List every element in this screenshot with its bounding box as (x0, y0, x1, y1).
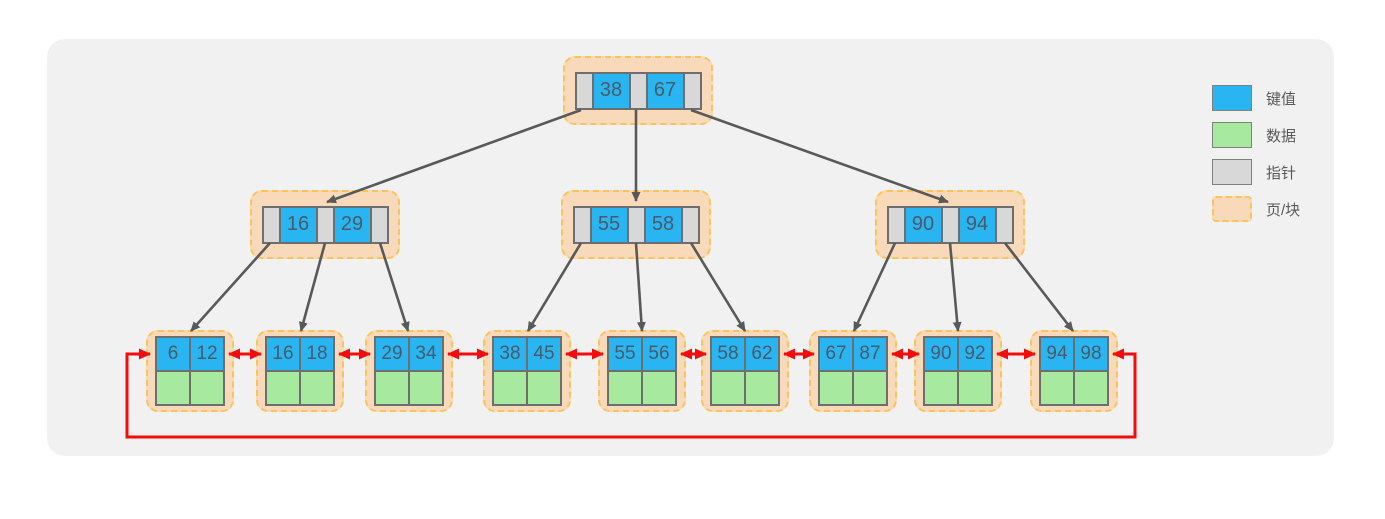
data-cell (494, 372, 526, 404)
data-cell (959, 372, 991, 404)
pointer-cell (574, 207, 590, 242)
pointer-cell (263, 207, 279, 242)
leaf-node-4: 38 45 (492, 336, 562, 406)
key-cell: 45 (528, 338, 560, 370)
data-cell (925, 372, 957, 404)
pointer-cell (371, 207, 387, 242)
leaf-node-8: 90 92 (923, 336, 993, 406)
pointer-cell (628, 207, 644, 242)
key-cell: 18 (301, 338, 333, 370)
leaf-page-block-6: 58 62 (701, 330, 789, 412)
data-cell (820, 372, 852, 404)
leaf-page-block-8: 90 92 (914, 330, 1002, 412)
data-swatch (1212, 122, 1252, 148)
leaf-page-block-9: 94 98 (1030, 330, 1118, 412)
pointer-cell (576, 73, 592, 108)
data-cell (609, 372, 641, 404)
leaf-page-block-4: 38 45 (483, 330, 571, 412)
leaf-page-block-1: 6 12 (146, 330, 234, 412)
data-cell (712, 372, 744, 404)
internal-node-1: 16 29 (261, 205, 389, 244)
key-cell: 92 (959, 338, 991, 370)
data-cell (528, 372, 560, 404)
leaf-node-7: 67 87 (818, 336, 888, 406)
internal-page-block-2: 55 58 (561, 190, 711, 259)
key-cell: 94 (1041, 338, 1073, 370)
data-cell (267, 372, 299, 404)
leaf-page-block-2: 16 18 (256, 330, 344, 412)
legend-label: 页/块 (1266, 201, 1301, 219)
legend-label: 数据 (1266, 127, 1297, 145)
internal-node-3: 90 94 (886, 205, 1014, 244)
pointer-cell (996, 207, 1012, 242)
legend-label: 键值 (1266, 90, 1297, 108)
key-swatch (1212, 85, 1252, 111)
legend-label: 指针 (1266, 164, 1297, 182)
pointer-swatch (1212, 159, 1252, 185)
data-cell (1075, 372, 1107, 404)
key-cell: 6 (157, 338, 189, 370)
pointer-cell (630, 73, 646, 108)
key-cell: 16 (267, 338, 299, 370)
key-cell: 16 (280, 207, 316, 242)
key-cell: 38 (494, 338, 526, 370)
data-cell (854, 372, 886, 404)
key-cell: 58 (712, 338, 744, 370)
internal-page-block-3: 90 94 (875, 190, 1025, 259)
internal-page-block-1: 16 29 (250, 190, 400, 259)
leaf-node-1: 6 12 (155, 336, 225, 406)
data-cell (376, 372, 408, 404)
key-cell: 67 (647, 73, 683, 108)
root-node: 38 67 (574, 71, 702, 110)
legend-item-data: 数据 (1212, 121, 1300, 149)
key-cell: 29 (334, 207, 370, 242)
data-cell (643, 372, 675, 404)
data-cell (746, 372, 778, 404)
leaf-node-2: 16 18 (265, 336, 335, 406)
pointer-cell (942, 207, 958, 242)
pointer-cell (317, 207, 333, 242)
pointer-cell (888, 207, 904, 242)
key-cell: 38 (593, 73, 629, 108)
leaf-node-3: 29 34 (374, 336, 444, 406)
key-cell: 12 (191, 338, 223, 370)
data-cell (410, 372, 442, 404)
key-cell: 55 (591, 207, 627, 242)
leaf-node-9: 94 98 (1039, 336, 1109, 406)
key-cell: 55 (609, 338, 641, 370)
leaf-node-6: 58 62 (710, 336, 780, 406)
legend-item-page: 页/块 (1212, 195, 1300, 223)
key-cell: 98 (1075, 338, 1107, 370)
leaf-page-block-3: 29 34 (365, 330, 453, 412)
legend-item-key: 键值 (1212, 84, 1300, 112)
key-cell: 58 (645, 207, 681, 242)
internal-node-2: 55 58 (572, 205, 700, 244)
root-page-block: 38 67 (563, 56, 713, 125)
pointer-cell (682, 207, 698, 242)
key-cell: 90 (905, 207, 941, 242)
pointer-cell (684, 73, 700, 108)
leaf-page-block-7: 67 87 (809, 330, 897, 412)
legend-item-pointer: 指针 (1212, 158, 1300, 186)
legend: 键值 数据 指针 页/块 (1212, 84, 1300, 223)
key-cell: 67 (820, 338, 852, 370)
data-cell (157, 372, 189, 404)
key-cell: 56 (643, 338, 675, 370)
leaf-node-5: 55 56 (607, 336, 677, 406)
data-cell (1041, 372, 1073, 404)
key-cell: 34 (410, 338, 442, 370)
leaf-page-block-5: 55 56 (598, 330, 686, 412)
page-block-swatch (1212, 196, 1252, 222)
key-cell: 90 (925, 338, 957, 370)
key-cell: 94 (959, 207, 995, 242)
key-cell: 87 (854, 338, 886, 370)
key-cell: 62 (746, 338, 778, 370)
data-cell (191, 372, 223, 404)
key-cell: 29 (376, 338, 408, 370)
data-cell (301, 372, 333, 404)
